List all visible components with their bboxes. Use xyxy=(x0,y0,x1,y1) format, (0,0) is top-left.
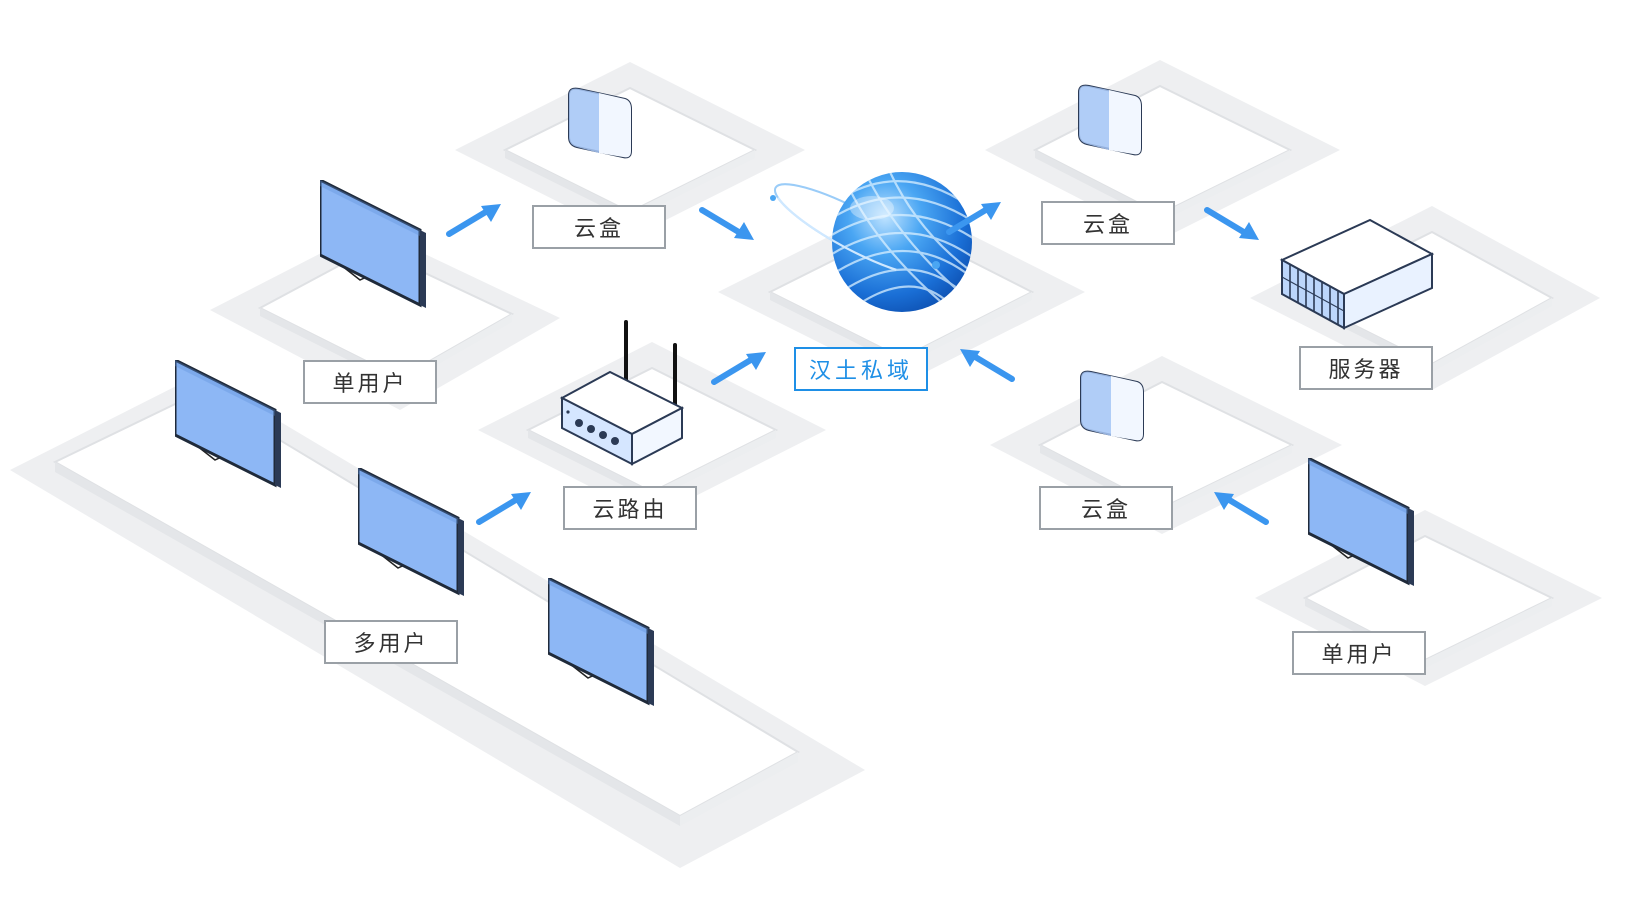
label-cloud-router: 云路由 xyxy=(563,486,697,530)
label-server: 服务器 xyxy=(1299,346,1433,390)
arrow-icon xyxy=(702,210,754,240)
label-center-hub: 汉土私域 xyxy=(794,347,928,391)
cloud-box-icon xyxy=(568,87,632,159)
arrow-icon xyxy=(449,204,501,234)
arrow-icon xyxy=(1214,492,1266,522)
label-cloud-box-bottom-right: 云盒 xyxy=(1039,486,1173,530)
arrow-icon xyxy=(714,352,766,382)
label-single-user-left: 单用户 xyxy=(303,360,437,404)
arrow-icon xyxy=(1207,210,1259,240)
router-icon xyxy=(559,320,685,466)
globe-icon xyxy=(770,172,972,312)
cloud-box-icon xyxy=(1080,370,1144,442)
label-multi-user: 多用户 xyxy=(324,620,458,664)
arrow-icon xyxy=(960,349,1012,379)
label-cloud-box-top-right: 云盒 xyxy=(1041,201,1175,245)
label-single-user-right: 单用户 xyxy=(1292,631,1426,675)
arrow-icon xyxy=(479,492,531,522)
server-rack-icon xyxy=(1279,218,1435,330)
label-cloud-box-top-left: 云盒 xyxy=(532,205,666,249)
cloud-box-icon xyxy=(1078,84,1142,156)
